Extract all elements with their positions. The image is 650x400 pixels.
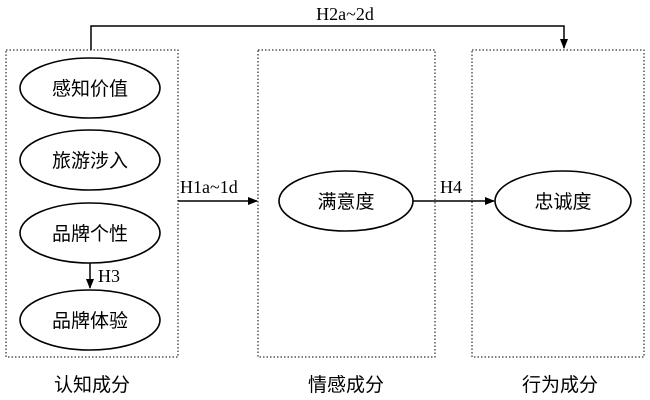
satisfaction-label: 满意度	[317, 191, 374, 213]
cognitive-group-label: 认知成分	[54, 374, 130, 396]
brand-experience-label: 品牌体验	[52, 310, 128, 332]
h2-label: H2a~2d	[316, 4, 374, 24]
loyalty-label: 忠诚度	[534, 191, 591, 213]
brand-personality-label: 品牌个性	[52, 223, 128, 245]
tourism-involvement-label: 旅游涉入	[52, 150, 128, 172]
perceived-value-label: 感知价值	[52, 78, 128, 100]
brand-experience-node	[19, 289, 161, 351]
h1-label: H1a~1d	[180, 177, 238, 197]
h4-label: H4	[440, 177, 462, 197]
h2-arrow	[90, 25, 568, 50]
behavioral-group-box	[471, 49, 645, 358]
behavioral-group-label: 行为成分	[522, 374, 598, 396]
cognitive-group-box	[5, 49, 179, 358]
h3-label: H3	[98, 266, 120, 286]
perceived-value-node	[19, 57, 161, 119]
affective-group-box	[257, 49, 436, 358]
tourism-involvement-node	[19, 129, 161, 191]
loyalty-node	[494, 170, 632, 232]
affective-group-label: 情感成分	[308, 374, 384, 396]
